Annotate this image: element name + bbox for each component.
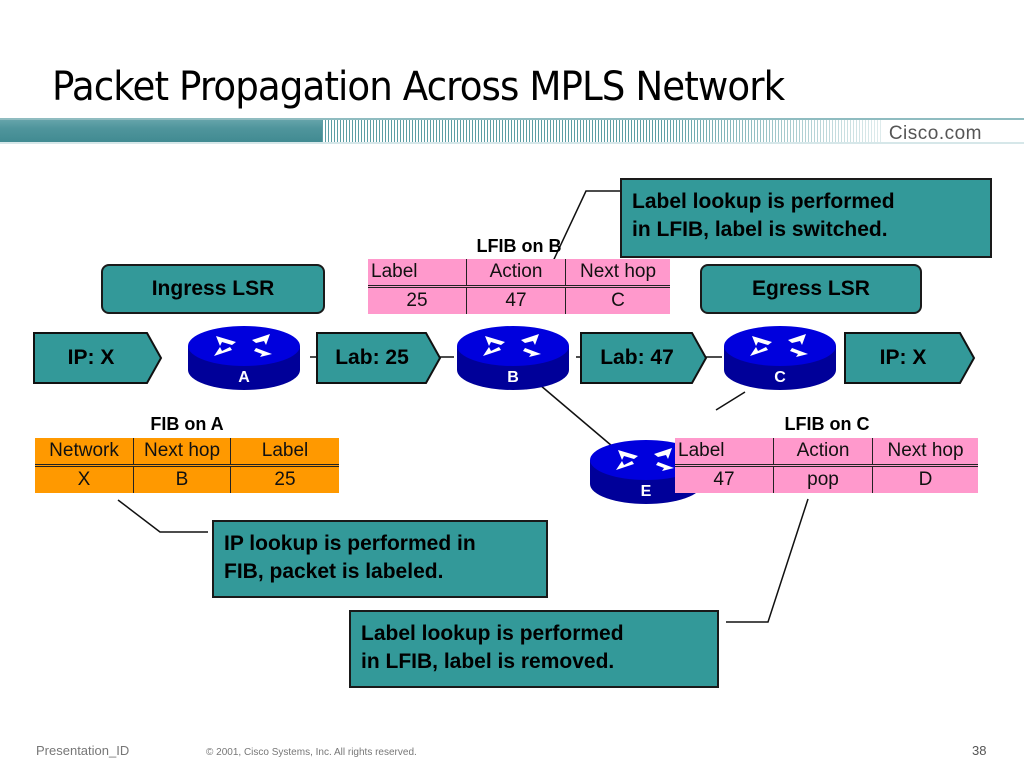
packet-label-25: Lab: 25 — [316, 332, 442, 384]
header-cell: Next hop — [565, 259, 670, 288]
egress-lsr-label: Egress LSR — [700, 264, 922, 314]
footer-presentation-id: Presentation_ID — [36, 743, 130, 758]
callout-text: in LFIB, label is removed. — [361, 650, 615, 673]
header-cell: Label — [230, 438, 339, 467]
header-cell: Action — [773, 438, 873, 467]
callout-text: FIB, packet is labeled. — [224, 560, 444, 583]
router-icon — [724, 326, 836, 390]
header-cell: Next hop — [872, 438, 978, 467]
router-icon — [188, 326, 300, 390]
router-icon — [590, 440, 702, 504]
callout-label-switched: Label lookup is performed in LFIB, label… — [620, 178, 992, 258]
table-cell: C — [565, 286, 670, 314]
footer-copyright: © 2001, Cisco Systems, Inc. All rights r… — [206, 747, 417, 758]
table-cell: 47 — [466, 286, 566, 314]
header-cell: Next hop — [133, 438, 231, 467]
ingress-lsr-label: Ingress LSR — [101, 264, 325, 314]
packet-ip-egress: IP: X — [844, 332, 976, 384]
callout-text: IP lookup is performed in — [224, 532, 476, 555]
router-name: B — [507, 369, 519, 386]
router-c: C — [722, 324, 838, 392]
header-cell: Network — [35, 438, 134, 467]
table-cell: pop — [773, 465, 873, 493]
header-cell: Label — [675, 438, 774, 467]
link-c-e — [715, 391, 746, 411]
packet-ip-ingress: IP: X — [33, 332, 163, 384]
router-name: C — [774, 369, 786, 386]
packet-label-47: Lab: 47 — [580, 332, 708, 384]
header-cell: Action — [466, 259, 566, 288]
brand-logo: Cisco.com — [888, 123, 982, 144]
packet-label: IP: X — [67, 346, 115, 369]
callout-text: in LFIB, label is switched. — [632, 218, 888, 241]
fib-a-title: FIB on A — [150, 414, 224, 434]
callout-packet-labeled: IP lookup is performed in FIB, packet is… — [212, 520, 548, 598]
table-row: X B 25 — [35, 465, 339, 493]
callout-text: Label lookup is performed — [632, 190, 895, 213]
lfib-b-table: Label Action Next hop 25 47 C — [368, 259, 670, 314]
router-b: B — [455, 324, 571, 392]
table-cell: 25 — [230, 465, 339, 493]
table-cell: 25 — [368, 286, 467, 314]
callout-text: Label lookup is performed — [361, 622, 624, 645]
router-e: E — [588, 438, 704, 506]
lfib-b-title: LFIB on B — [476, 236, 562, 256]
table-header-row: Label Action Next hop — [368, 259, 670, 288]
leader-labeled — [117, 499, 208, 533]
leader-removed — [726, 498, 809, 623]
slide-title: Packet Propagation Across MPLS Network — [52, 64, 785, 110]
packet-label: Lab: 25 — [335, 346, 409, 369]
packet-label: Lab: 47 — [600, 346, 674, 369]
fib-a-table: Network Next hop Label X B 25 — [35, 438, 339, 493]
header-banner — [0, 118, 1024, 144]
table-cell: X — [35, 465, 134, 493]
router-name: A — [238, 369, 250, 386]
router-a: A — [186, 324, 302, 392]
table-row: 47 pop D — [675, 465, 978, 493]
table-header-row: Network Next hop Label — [35, 438, 339, 467]
table-cell: D — [872, 465, 978, 493]
link-b-e — [539, 384, 613, 447]
table-header-row: Label Action Next hop — [675, 438, 978, 467]
lfib-c-title: LFIB on C — [784, 414, 870, 434]
table-row: 25 47 C — [368, 286, 670, 314]
router-icon — [457, 326, 569, 390]
lfib-c-table: Label Action Next hop 47 pop D — [675, 438, 978, 493]
header-cell: Label — [368, 259, 467, 288]
table-cell: 47 — [675, 465, 774, 493]
router-name: E — [640, 483, 652, 500]
footer-page-number: 38 — [972, 743, 987, 758]
packet-label: IP: X — [879, 346, 927, 369]
table-cell: B — [133, 465, 231, 493]
leader-switched — [547, 190, 620, 273]
callout-label-removed: Label lookup is performed in LFIB, label… — [349, 610, 719, 688]
